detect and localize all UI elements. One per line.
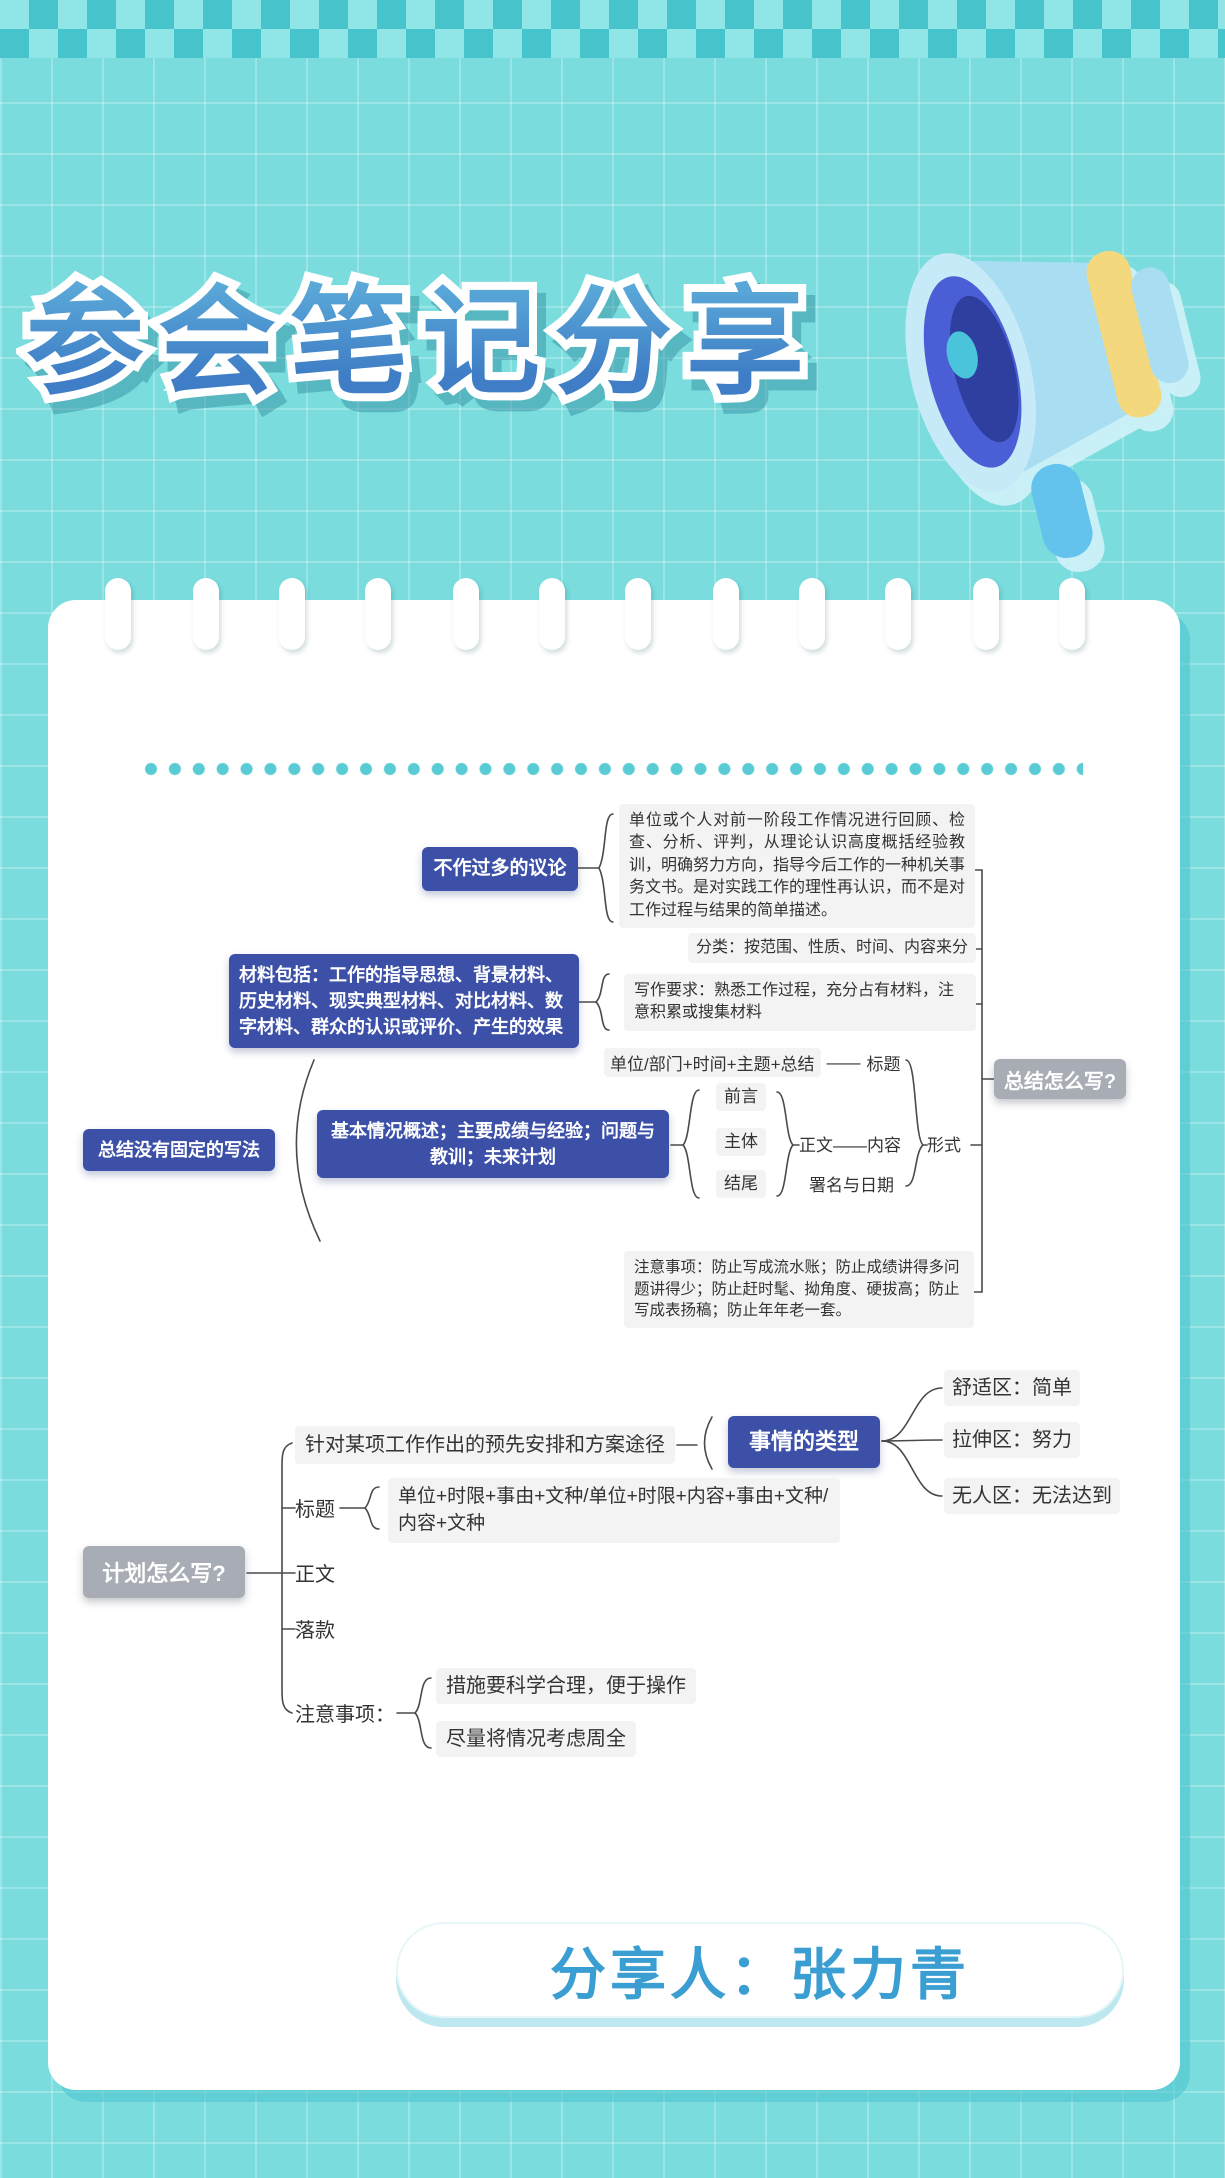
binder-ring: [885, 578, 911, 650]
sharer-name: 分享人：张力青: [550, 1942, 970, 2006]
binder-ring: [713, 578, 739, 650]
dotted-divider: [143, 761, 1083, 777]
binder-ring: [365, 578, 391, 650]
node-signature-date: 署名与日期: [809, 1176, 894, 1195]
notebook-paper: 不作过多的议论 单位或个人对前一阶段工作情况进行回顾、检查、分析、评判，从理论认…: [48, 578, 1180, 2090]
binder-ring: [539, 578, 565, 650]
node-form-label: 形式: [927, 1136, 961, 1155]
node-plan-note-2: 尽量将情况考虑周全: [436, 1721, 636, 1757]
dash-connector: ——: [826, 1052, 861, 1072]
binder-ring: [973, 578, 999, 650]
node-no-fixed-style: 总结没有固定的写法: [83, 1129, 275, 1172]
node-plan-title-formula: 单位+时限+事由+文种/单位+时限+内容+事由+文种/内容+文种: [388, 1478, 840, 1544]
page-title: 参会笔记分享 参会笔记分享: [18, 246, 856, 417]
summary-map-connectors: [295, 813, 995, 1293]
summary-root-label: 总结怎么写?: [1003, 1070, 1117, 1093]
node-body-content-label: 正文——内容: [799, 1136, 901, 1155]
binder-ring: [279, 578, 305, 650]
sharer-pill: 分享人：张力青: [396, 1922, 1124, 2018]
node-comfort-zone: 舒适区：简单: [944, 1370, 1080, 1406]
node-classification: 分类：按范围、性质、时间、内容来分: [688, 933, 977, 964]
node-materials-include: 材料包括：工作的指导思想、背景材料、历史材料、现实典型材料、对比材料、数字材料、…: [229, 954, 579, 1049]
mindmap-connectors: [246, 813, 995, 1749]
node-thing-type: 事情的类型: [728, 1416, 880, 1468]
title-label: 标题: [866, 1055, 901, 1074]
page-title-text: 参会笔记分享: [26, 246, 818, 417]
node-plan-body: 正文: [295, 1564, 335, 1586]
title-formula-text: 单位/部门+时间+主题+总结: [604, 1048, 821, 1077]
node-plan-footer: 落款: [295, 1620, 335, 1642]
node-plan-notes-label: 注意事项：: [295, 1704, 395, 1726]
binder-ring: [105, 578, 131, 650]
node-summary-definition: 单位或个人对前一阶段工作情况进行回顾、检查、分析、评判，从理论认识高度概括经验教…: [619, 804, 975, 928]
node-body-outline: 基本情况概述；主要成绩与经验；问题与教训；未来计划: [317, 1110, 669, 1179]
node-writing-requirements: 写作要求：熟悉工作过程，充分占有材料，注意积累或搜集材料: [624, 974, 976, 1031]
node-plan-definition: 针对某项工作作出的预先安排和方案途径: [295, 1426, 675, 1464]
binder-ring: [453, 578, 479, 650]
plan-map-connectors: [246, 1387, 943, 1749]
page-title-outline: 参会笔记分享: [18, 246, 818, 417]
plan-root-label: 计划怎么写?: [102, 1561, 226, 1586]
node-main-body: 主体: [716, 1128, 766, 1156]
binder-ring: [1059, 578, 1085, 650]
node-plan-note-1: 措施要科学合理，便于操作: [436, 1668, 696, 1704]
node-plan-root: 计划怎么写?: [83, 1546, 245, 1598]
node-no-excessive-discussion: 不作过多的议论: [422, 847, 578, 891]
node-plan-title-label: 标题: [295, 1499, 335, 1521]
checkerboard-border: [0, 0, 1225, 58]
binder-ring: [625, 578, 651, 650]
node-stretch-zone: 拉伸区：努力: [944, 1422, 1080, 1458]
binder-ring: [193, 578, 219, 650]
node-no-man-zone: 无人区：无法达到: [944, 1478, 1120, 1514]
node-title-formula: 单位/部门+时间+主题+总结 —— 标题: [604, 1048, 901, 1077]
node-preface: 前言: [716, 1083, 766, 1111]
node-summary-root: 总结怎么写?: [994, 1059, 1126, 1099]
megaphone-icon: [905, 250, 1189, 559]
node-ending: 结尾: [716, 1170, 766, 1198]
node-summary-notes: 注意事项：防止写成流水账；防止成绩讲得多问题讲得少；防止赶时髦、拗角度、硬拔高；…: [624, 1251, 974, 1329]
binder-ring: [799, 578, 825, 650]
